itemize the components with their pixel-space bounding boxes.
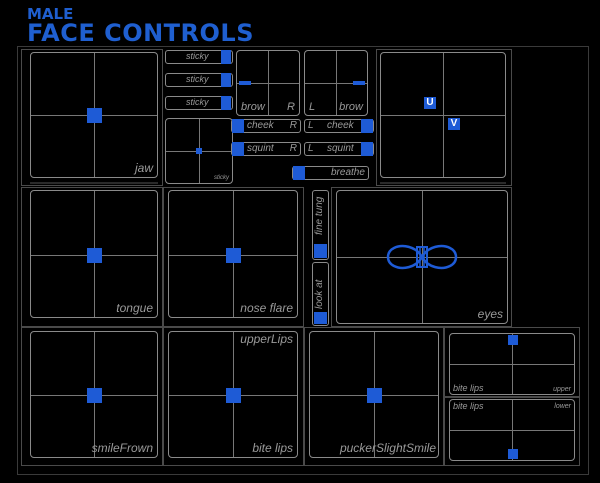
nose-flare-pad[interactable]: nose flare (168, 190, 298, 318)
bite-lips-handle[interactable] (226, 388, 241, 403)
bite-lips-lower-pad[interactable]: bite lips lower (449, 399, 575, 461)
eye-aim-cell (376, 49, 512, 186)
cheek-r-handle[interactable] (232, 119, 244, 133)
sticky-bar-1[interactable]: sticky (165, 50, 233, 64)
eyes-control-icon[interactable] (386, 242, 458, 272)
pucker-handle[interactable] (367, 388, 382, 403)
page-title: FACE CONTROLS (27, 19, 255, 47)
bite-lips-lower-cell (444, 397, 580, 466)
brow-l-pad[interactable]: L brow (304, 50, 368, 116)
jaw-handle[interactable] (87, 108, 102, 123)
bite-lips-upper-cell (444, 327, 580, 397)
sticky-bar-3[interactable]: sticky (165, 96, 233, 110)
sticky-1-handle[interactable] (221, 50, 231, 64)
bite-lips-pad[interactable]: upperLips bite lips (168, 331, 298, 458)
look-at-handle[interactable] (314, 312, 327, 324)
cheek-r-bar[interactable]: cheek R (231, 119, 301, 133)
fine-tung-slider[interactable]: fine tung (312, 190, 329, 260)
eye-aim-ruler (380, 182, 506, 184)
breathe-handle[interactable] (293, 166, 305, 180)
cheek-l-bar[interactable]: L cheek (304, 119, 374, 133)
eye-aim-pad[interactable]: U V (380, 52, 506, 178)
jaw-pad[interactable]: jaw (30, 52, 158, 178)
breathe-bar[interactable]: breathe (292, 166, 369, 180)
sticky-bar-2[interactable]: sticky (165, 73, 233, 87)
upper-lips-cell (163, 327, 304, 466)
squint-r-bar[interactable]: squint R (231, 142, 301, 156)
smile-frown-pad[interactable]: smileFrown (30, 331, 158, 458)
squint-r-handle[interactable] (232, 142, 244, 156)
nose-flare-handle[interactable] (226, 248, 241, 263)
jaw-ruler (30, 182, 158, 184)
smile-frown-handle[interactable] (87, 388, 102, 403)
eye-u-button[interactable]: U (424, 97, 436, 109)
squint-l-handle[interactable] (361, 142, 373, 156)
eye-v-button[interactable]: V (448, 118, 460, 130)
controls-grid (17, 46, 589, 475)
brow-r-handle[interactable] (239, 81, 251, 85)
sticky-pad-handle[interactable] (196, 148, 202, 154)
eyes-cell (331, 187, 512, 327)
eyes-pad[interactable]: eyes (336, 190, 508, 324)
cheek-l-handle[interactable] (361, 119, 373, 133)
jaw-label: jaw (134, 161, 153, 175)
character-label: MALE (27, 5, 74, 23)
pucker-pad[interactable]: puckerSlightSmile (309, 331, 439, 458)
brow-l-handle[interactable] (353, 81, 365, 85)
bite-lips-lower-handle[interactable] (508, 449, 518, 459)
fine-tung-handle[interactable] (314, 244, 327, 258)
pucker-cell (304, 327, 444, 466)
nose-flare-cell (163, 187, 304, 327)
squint-l-bar[interactable]: L squint (304, 142, 374, 156)
bite-lips-upper-pad[interactable]: bite lips upper (449, 333, 575, 395)
look-at-slider[interactable]: look at (312, 262, 329, 326)
tongue-pad[interactable]: tongue (30, 190, 158, 318)
smile-frown-cell (21, 327, 163, 466)
sticky-2-handle[interactable] (221, 73, 231, 87)
jaw-cell (21, 49, 163, 186)
brow-r-pad[interactable]: brow R (236, 50, 300, 116)
tongue-cell (21, 187, 163, 327)
sticky-3-handle[interactable] (221, 96, 231, 110)
sticky-pad[interactable]: sticky (165, 118, 233, 184)
tongue-handle[interactable] (87, 248, 102, 263)
bite-lips-upper-handle[interactable] (508, 335, 518, 345)
